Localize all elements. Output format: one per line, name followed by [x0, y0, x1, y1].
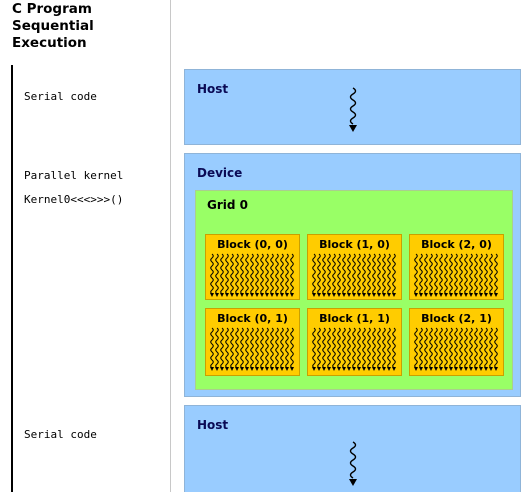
- thread-squiggles-icon: [209, 253, 295, 298]
- thread-squiggles-icon: [413, 327, 499, 372]
- block-label: Block (0, 0): [217, 238, 288, 251]
- host-label-2: Host: [197, 418, 229, 432]
- execution-timeline: [11, 65, 13, 492]
- serial-code-label-1: Serial code: [24, 90, 97, 103]
- thread-squiggles-icon: [209, 327, 295, 372]
- device-label: Device: [197, 166, 243, 180]
- diagram-title: C Program Sequential Execution: [12, 1, 162, 52]
- block-0-1: Block (0, 1): [205, 308, 300, 376]
- host-label-1: Host: [197, 82, 229, 96]
- title-line-3: Execution: [12, 35, 87, 51]
- block-label: Block (0, 1): [217, 312, 288, 325]
- title-line-1: C Program: [12, 1, 92, 17]
- squiggle-arrow-icon: [349, 87, 357, 132]
- block-label: Block (1, 1): [319, 312, 390, 325]
- host-panel-1: Host: [184, 69, 521, 145]
- column-divider: [170, 0, 171, 492]
- block-label: Block (2, 0): [421, 238, 492, 251]
- thread-squiggles-icon: [311, 253, 397, 298]
- thread-squiggles-icon: [413, 253, 499, 298]
- grid-label: Grid 0: [207, 198, 248, 212]
- serial-code-label-2: Serial code: [24, 428, 97, 441]
- block-0-0: Block (0, 0): [205, 234, 300, 300]
- block-2-1: Block (2, 1): [409, 308, 504, 376]
- block-label: Block (1, 0): [319, 238, 390, 251]
- block-1-0: Block (1, 0): [307, 234, 402, 300]
- block-1-1: Block (1, 1): [307, 308, 402, 376]
- device-panel: Device Grid 0 Block (0, 0) Block (1, 0: [184, 153, 521, 397]
- squiggle-arrow-icon: [349, 441, 357, 486]
- grid-0: Grid 0 Block (0, 0) Block (1, 0): [195, 190, 513, 390]
- parallel-kernel-label: Parallel kernel: [24, 169, 124, 182]
- block-label: Block (2, 1): [421, 312, 492, 325]
- block-2-0: Block (2, 0): [409, 234, 504, 300]
- kernel-launch-label: Kernel0<<<>>>(): [24, 193, 124, 206]
- thread-squiggles-icon: [311, 327, 397, 372]
- title-line-2: Sequential: [12, 18, 94, 34]
- host-panel-2: Host: [184, 405, 521, 492]
